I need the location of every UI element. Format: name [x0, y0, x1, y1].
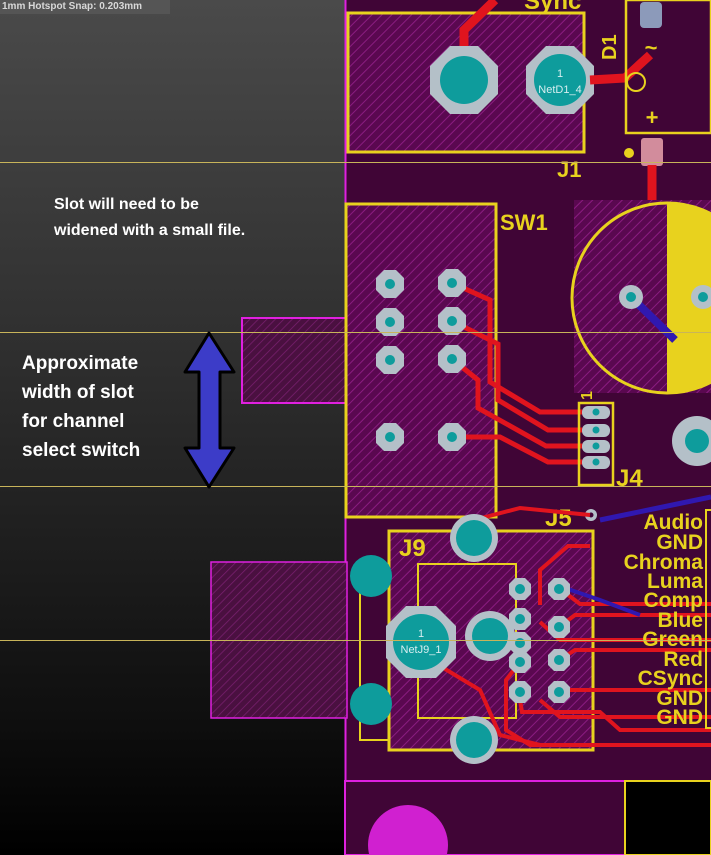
slot-width-arrow	[183, 331, 236, 489]
sw1-footprint[interactable]	[344, 202, 498, 519]
netd1-net-label: NetD1_4	[538, 84, 581, 96]
j5-outline	[705, 509, 711, 729]
j4-pads[interactable]	[582, 406, 610, 469]
j5-label: GND	[656, 531, 703, 554]
j9-main-pad[interactable]: 1 NetJ9_1	[386, 606, 456, 678]
j5-label: Comp	[644, 589, 704, 612]
guide-lines	[0, 162, 711, 641]
d1-dot	[624, 148, 634, 158]
sw1-pads[interactable]	[376, 269, 466, 451]
j5-label: GND	[656, 706, 703, 729]
j9-designator: J9	[399, 535, 426, 562]
bottom-right-cutout	[624, 780, 711, 855]
j4-pin1-label: 1	[579, 391, 596, 400]
j9-large-pads[interactable]	[350, 514, 515, 764]
d1-mark	[626, 72, 646, 92]
j5-label: Audio	[644, 511, 703, 534]
j1-designator: J1	[557, 157, 581, 182]
d1-body[interactable]	[624, 0, 711, 135]
sync-label: Sync	[524, 0, 581, 15]
large-pad-right[interactable]	[672, 416, 711, 466]
sw1-traces	[450, 280, 596, 465]
d1-plus: +	[646, 105, 659, 130]
bottom-pad	[368, 805, 448, 855]
j5-label: Red	[663, 648, 703, 671]
j5-label: CSync	[638, 667, 704, 690]
j1-pad-left[interactable]	[430, 46, 498, 114]
j5-label: Chroma	[624, 551, 704, 574]
j5-label: Luma	[647, 570, 703, 593]
d1-tilde: ~	[645, 35, 658, 60]
j5-pads[interactable]	[509, 578, 570, 703]
j4-designator: J4	[616, 465, 643, 492]
j5-label: GND	[656, 687, 703, 710]
d1-pad-top[interactable]	[640, 2, 662, 28]
capacitor-outline[interactable]	[570, 201, 711, 395]
status-bar: 1mm Hotspot Snap: 0.203mm	[0, 0, 170, 14]
j5-labels: Audio GND Chroma Luma Comp Blue Green Re…	[624, 511, 704, 729]
netj9-pin-number: 1	[418, 628, 424, 640]
d1-designator: D1	[599, 34, 621, 60]
netj9-net-label: NetJ9_1	[401, 644, 442, 656]
j1-pad-right[interactable]: 1 NetD1_4	[526, 46, 594, 114]
cap-pad-2[interactable]	[691, 285, 711, 309]
switch-keepout	[241, 317, 347, 404]
slot-note: Slot will need to be widened with a smal…	[54, 196, 246, 239]
j5-label: Blue	[657, 609, 703, 632]
j5-label: Green	[642, 628, 703, 651]
trace-right-blue	[599, 494, 711, 523]
sw1-designator: SW1	[500, 210, 548, 235]
j4-footprint[interactable]	[577, 401, 615, 487]
cap-pad-1[interactable]	[619, 285, 643, 309]
trace-j9-blue	[558, 584, 641, 617]
d1-pad-bottom[interactable]	[641, 138, 663, 166]
netd1-pin-number: 1	[557, 68, 563, 80]
slot-width-note: Approximate width of slot for channel se…	[22, 353, 141, 461]
